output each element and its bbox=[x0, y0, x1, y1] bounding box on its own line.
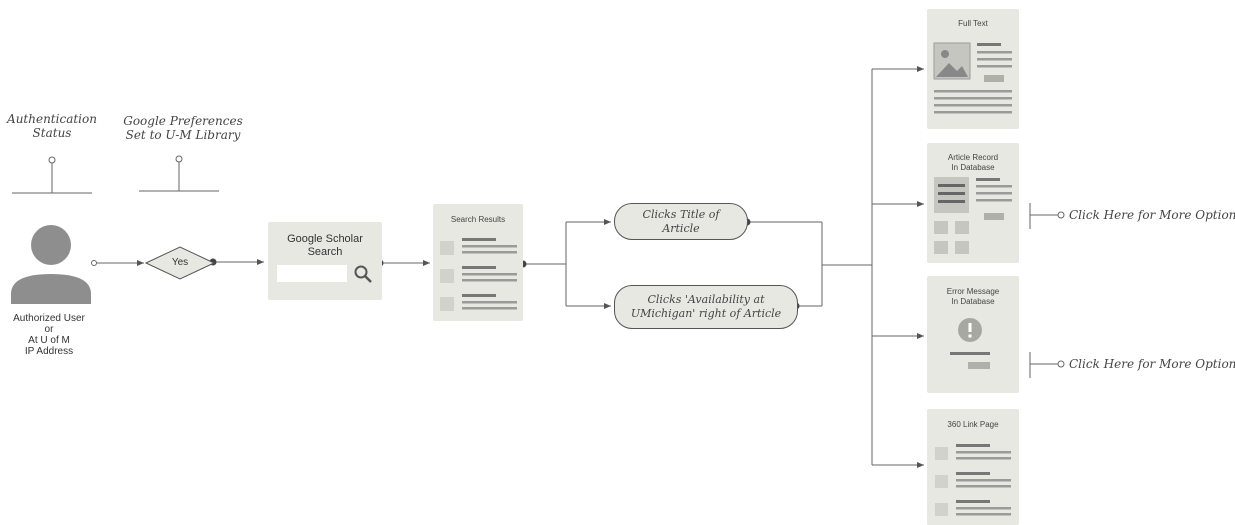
error-message-title: Error Message In Database bbox=[946, 287, 1000, 306]
search-results-card: Search Results bbox=[433, 204, 523, 321]
clicks-availability-action[interactable]: Clicks 'Availability at UMichigan' right… bbox=[614, 285, 798, 329]
search-results-title: Search Results bbox=[450, 215, 506, 224]
more-options-link-article[interactable]: Click Here for More Options bbox=[1069, 208, 1235, 222]
google-scholar-search-card[interactable]: Google Scholar Search bbox=[268, 222, 382, 300]
yes-decision: Yes bbox=[144, 246, 216, 280]
person-icon bbox=[10, 224, 92, 306]
search-input[interactable] bbox=[277, 265, 347, 282]
more-options-link-error[interactable]: Click Here for More Options bbox=[1069, 357, 1235, 371]
error-message-graphic bbox=[950, 352, 990, 369]
full-text-graphic bbox=[933, 42, 1012, 114]
google-preferences-header: Google Preferences Set to U-M Library bbox=[123, 114, 243, 142]
alert-icon bbox=[957, 317, 983, 343]
user-label: Authorized User or At U of M IP Address bbox=[13, 313, 85, 357]
article-record-graphic bbox=[934, 177, 1012, 254]
error-message-card: Error Message In Database bbox=[927, 276, 1019, 393]
full-text-card: Full Text bbox=[927, 9, 1019, 129]
search-icon[interactable] bbox=[353, 264, 373, 284]
yes-label: Yes bbox=[171, 257, 189, 268]
link-360-card: 360 Link Page bbox=[927, 409, 1019, 525]
full-text-title: Full Text bbox=[958, 19, 988, 28]
results-list-graphic bbox=[440, 238, 517, 311]
google-scholar-title: Google Scholar Search bbox=[287, 233, 363, 258]
authentication-status-header: Authentication Status bbox=[7, 112, 97, 140]
article-record-card: Article Record In Database bbox=[927, 143, 1019, 263]
article-record-title: Article Record In Database bbox=[947, 153, 999, 172]
link-360-graphic bbox=[935, 444, 1011, 516]
clicks-title-action[interactable]: Clicks Title of Article bbox=[614, 203, 748, 240]
link-360-title: 360 Link Page bbox=[947, 420, 999, 429]
